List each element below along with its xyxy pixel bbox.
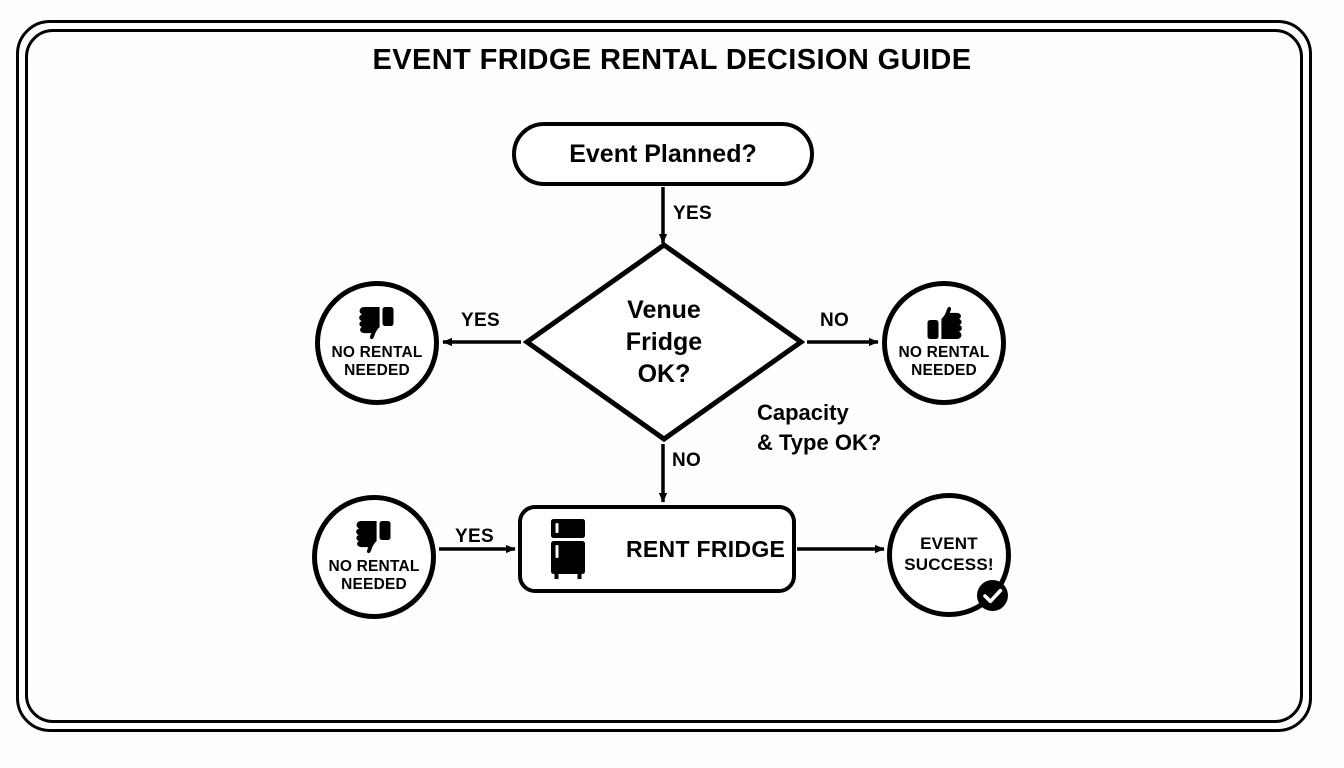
node-no-rental-needed-left-label: NO RENTAL NEEDED (331, 344, 422, 381)
node-no-rental-needed-right-label: NO RENTAL NEEDED (898, 344, 989, 381)
node-rent-fridge[interactable]: RENT FRIDGE (518, 505, 796, 593)
fridge-icon (548, 518, 588, 580)
edge-label-bottom-to-action: YES (455, 526, 494, 547)
annotation-line-1: Capacity (757, 400, 849, 425)
node-no-rental-needed-left[interactable]: NO RENTAL NEEDED (315, 281, 439, 405)
label-line-2: NEEDED (344, 362, 410, 379)
node-venue-fridge-ok[interactable]: Venue Fridge OK? (522, 240, 806, 444)
thumbs-down-icon (354, 520, 394, 554)
annotation-line-2: & Type OK? (757, 429, 882, 455)
label-line-1: NO RENTAL (331, 343, 423, 361)
check-circle-icon (977, 580, 1008, 611)
node-rent-fridge-label: RENT FRIDGE (626, 535, 786, 562)
label-line-1: EVENT (920, 534, 978, 554)
node-event-success[interactable]: EVENT SUCCESS! (887, 493, 1011, 617)
node-venue-fridge-ok-label: Venue Fridge OK? (522, 240, 806, 444)
annotation-capacity-type: Capacity & Type OK? (757, 398, 881, 457)
decision-line-2: Fridge (625, 328, 703, 356)
node-no-rental-needed-right[interactable]: NO RENTAL NEEDED (882, 281, 1006, 405)
label-line-1: NO RENTAL (328, 557, 420, 575)
node-event-planned[interactable]: Event Planned? (512, 122, 814, 186)
edge-label-decision-to-right: NO (820, 310, 850, 331)
label-line-1: NO RENTAL (898, 343, 990, 361)
node-no-rental-needed-bottom[interactable]: NO RENTAL NEEDED (312, 495, 436, 619)
thumbs-down-icon (357, 306, 397, 340)
node-event-planned-label: Event Planned? (569, 139, 757, 168)
edge-label-decision-to-left: YES (461, 310, 500, 331)
page-title: EVENT FRIDGE RENTAL DECISION GUIDE (372, 44, 972, 76)
label-line-2: NEEDED (341, 576, 407, 593)
thumbs-up-icon (924, 306, 964, 340)
edge-label-start-to-decision: YES (673, 203, 712, 224)
edge-label-decision-to-action: NO (672, 450, 702, 471)
label-line-2: SUCCESS! (904, 555, 994, 574)
decision-line-3: OK? (637, 360, 691, 388)
decision-line-1: Venue (627, 296, 701, 324)
label-line-2: NEEDED (911, 362, 977, 379)
diamond-shape (522, 241, 806, 443)
node-event-success-label: EVENT SUCCESS! (904, 534, 993, 575)
node-no-rental-needed-bottom-label: NO RENTAL NEEDED (328, 558, 419, 595)
